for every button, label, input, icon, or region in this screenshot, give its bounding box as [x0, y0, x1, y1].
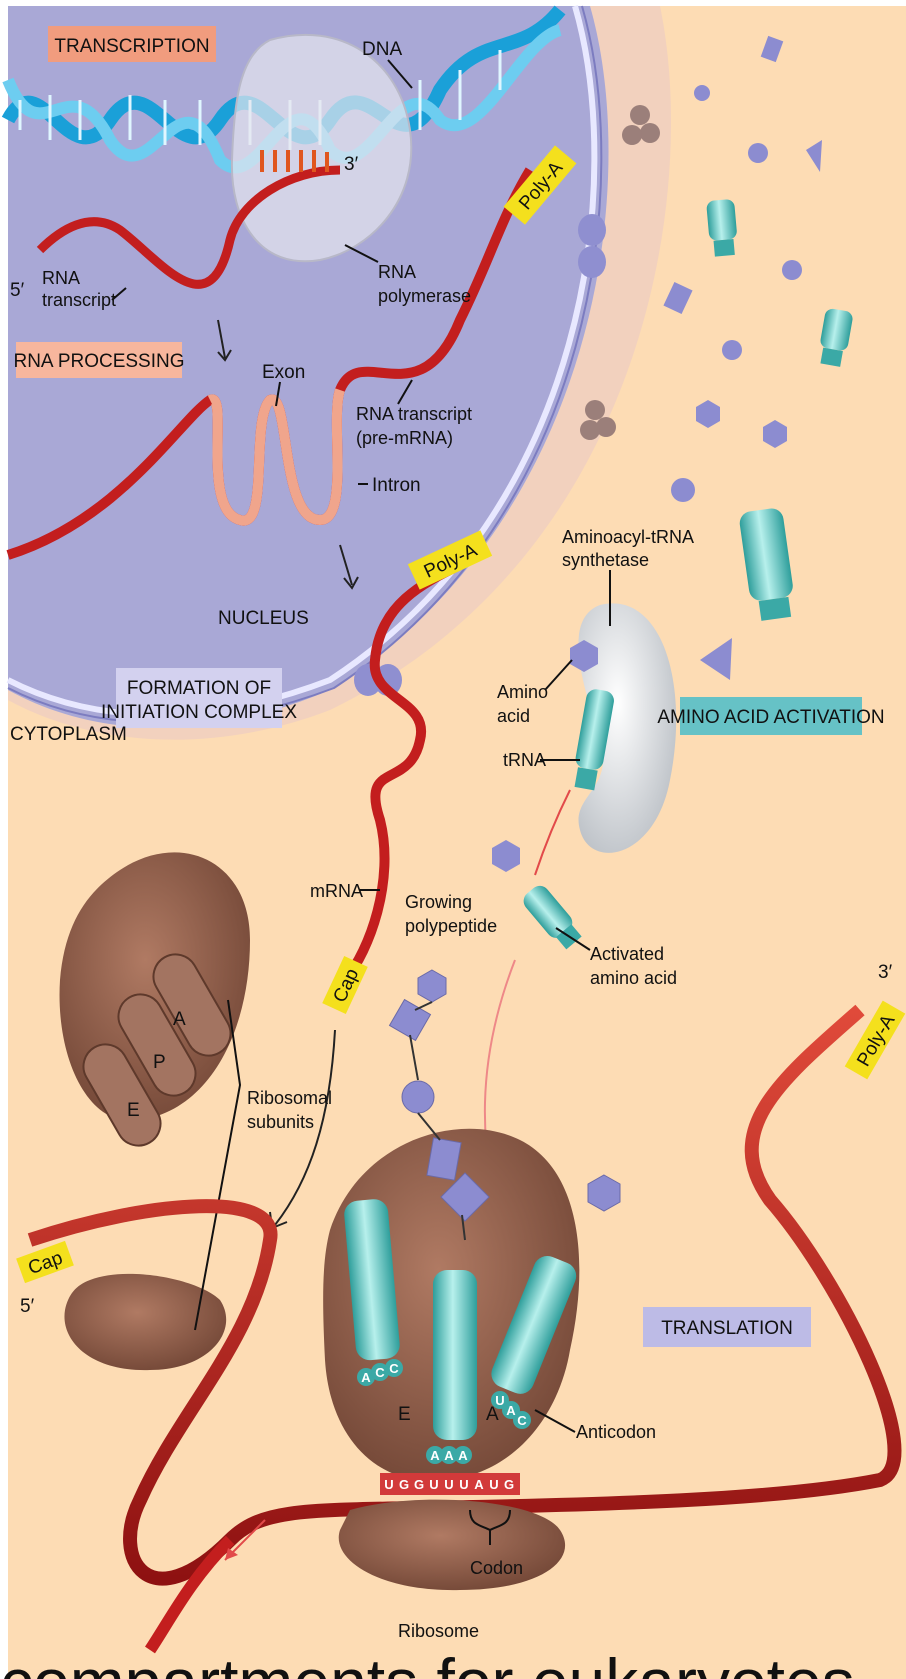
codon-base-7: A	[474, 1477, 484, 1492]
label-aminoacyl-2: synthetase	[562, 550, 649, 570]
label-rna-polymerase-2: polymerase	[378, 286, 471, 306]
codon-base-2: G	[399, 1477, 409, 1492]
tag-rna-processing-text: RNA PROCESSING	[13, 351, 184, 372]
label-ribosomal-2: subunits	[247, 1112, 314, 1132]
aaa-base-2: A	[444, 1448, 454, 1463]
label-cytoplasm: CYTOPLASM	[10, 724, 127, 745]
acc-base-2: C	[375, 1365, 385, 1380]
aaa-base-3: A	[458, 1448, 468, 1463]
uac-base-3: C	[517, 1413, 527, 1428]
label-amino-acid-1: Amino	[497, 682, 548, 702]
white-frame-left	[0, 0, 8, 1679]
tag-transcription-text: TRANSCRIPTION	[54, 36, 209, 57]
acc-base-1: A	[361, 1370, 371, 1385]
acc-base-3: C	[389, 1361, 399, 1376]
label-growing-1: Growing	[405, 892, 472, 912]
label-ribosomal-1: Ribosomal	[247, 1088, 332, 1108]
label-trna: tRNA	[503, 750, 546, 770]
label-5-prime-bottom: 5′	[20, 1296, 35, 1317]
uac-base-2: A	[506, 1403, 516, 1418]
label-mrna: mRNA	[310, 881, 363, 901]
codon-base-3: G	[414, 1477, 424, 1492]
tag-initiation-text-2: INITIATION COMPLEX	[101, 702, 297, 723]
label-growing-2: polypeptide	[405, 916, 497, 936]
codon-base-1: U	[384, 1477, 393, 1492]
label-3-prime-right: 3′	[878, 962, 893, 983]
label-site-e-bottom: E	[398, 1404, 411, 1425]
label-site-a: A	[173, 1009, 186, 1030]
codon-base-4: U	[429, 1477, 438, 1492]
codon-base-9: G	[504, 1477, 514, 1492]
slide-title: compartments for eukaryotes	[0, 1645, 855, 1679]
codon-base-8: U	[489, 1477, 498, 1492]
label-rna-transcript-1: RNA	[42, 268, 80, 288]
label-pre-mrna-1: RNA transcript	[356, 404, 472, 424]
aaa-anticodon: A A A	[426, 1446, 472, 1464]
label-intron: Intron	[372, 475, 421, 496]
white-frame-top	[0, 0, 906, 6]
label-exon: Exon	[262, 362, 305, 383]
codon-base-5: U	[444, 1477, 453, 1492]
aaa-base-1: A	[430, 1448, 440, 1463]
codon-base-6: U	[459, 1477, 468, 1492]
label-dna: DNA	[362, 39, 402, 60]
mrna-codon-bases: U G G U U U A U G	[380, 1473, 520, 1495]
label-rna-polymerase-1: RNA	[378, 262, 416, 282]
label-rna-transcript-2: transcript	[42, 290, 116, 310]
label-activated-2: amino acid	[590, 968, 677, 988]
tag-initiation-text-1: FORMATION OF	[127, 678, 271, 699]
label-3-prime-top: 3′	[344, 154, 359, 175]
tag-translation-text: TRANSLATION	[661, 1318, 793, 1339]
label-ribosome: Ribosome	[398, 1621, 479, 1641]
trna-p-site	[433, 1270, 477, 1440]
label-aminoacyl-1: Aminoacyl-tRNA	[562, 527, 694, 547]
label-activated-1: Activated	[590, 944, 664, 964]
label-site-a-bottom: A	[486, 1404, 499, 1425]
tag-amino-acid-activation-text: AMINO ACID ACTIVATION	[657, 707, 884, 728]
label-pre-mrna-2: (pre-mRNA)	[356, 428, 453, 448]
label-5-prime-top: 5′	[10, 280, 25, 301]
label-nucleus: NUCLEUS	[218, 608, 309, 629]
label-site-e: E	[127, 1100, 140, 1121]
label-site-p: P	[153, 1052, 166, 1073]
label-codon: Codon	[470, 1558, 523, 1578]
label-anticodon: Anticodon	[576, 1422, 656, 1442]
label-amino-acid-2: acid	[497, 706, 530, 726]
